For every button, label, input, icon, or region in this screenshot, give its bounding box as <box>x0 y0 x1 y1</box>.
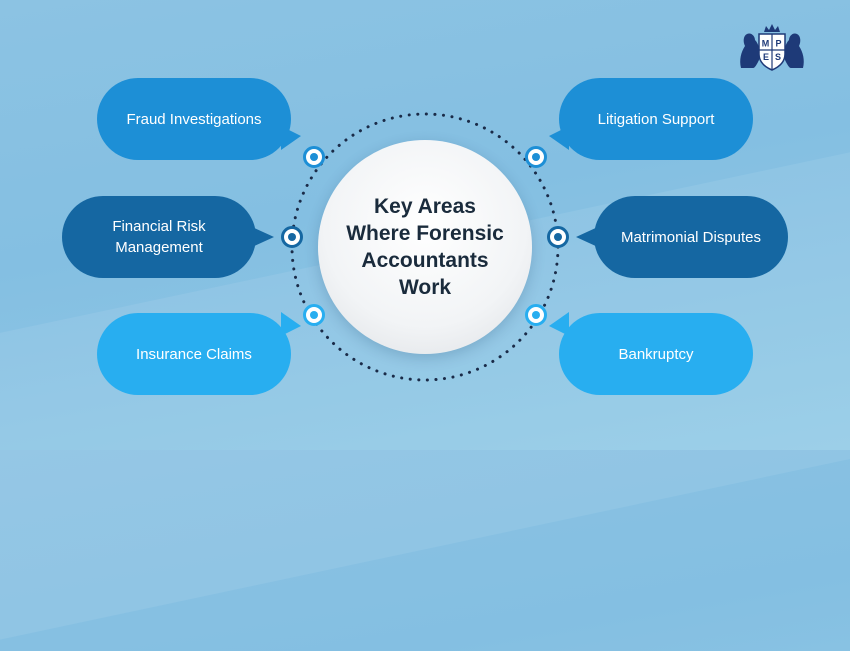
area-bubble-litigation-support: Litigation Support <box>559 78 753 160</box>
svg-text:E: E <box>763 52 769 62</box>
area-label: Litigation Support <box>597 110 715 128</box>
center-circle: Key Areas Where Forensic Accountants Wor… <box>318 140 532 354</box>
svg-text:P: P <box>775 39 781 49</box>
bubble-pointer <box>250 226 274 248</box>
ring-node <box>525 146 547 168</box>
svg-text:M: M <box>762 39 770 49</box>
bubble-pointer <box>549 126 569 150</box>
center-title: Key Areas Where Forensic Accountants Wor… <box>335 193 515 301</box>
area-bubble-fraud-investigations: Fraud Investigations <box>97 78 291 160</box>
area-bubble-financial-risk-management: Financial Risk Management <box>62 196 256 278</box>
center-title-line: Accountants <box>361 249 489 272</box>
ring-node <box>547 226 569 248</box>
center-title-line: Work <box>398 276 452 299</box>
ring-node <box>303 304 325 326</box>
area-bubble-insurance-claims: Insurance Claims <box>97 313 291 395</box>
center-title-line: Where Forensic <box>346 222 504 245</box>
area-label: Bankruptcy <box>618 345 694 363</box>
area-label: Matrimonial Disputes <box>620 228 762 246</box>
bubble-pointer <box>281 312 301 336</box>
svg-text:S: S <box>775 52 781 62</box>
center-title-line: Key Areas <box>374 195 476 218</box>
crest-logo: M P E S <box>740 24 804 71</box>
bubble-pointer <box>549 312 569 336</box>
ring-node <box>525 304 547 326</box>
area-bubble-matrimonial-disputes: Matrimonial Disputes <box>594 196 788 278</box>
area-label: Fraud Investigations <box>126 110 262 128</box>
area-label: Insurance Claims <box>136 345 252 363</box>
area-label: Financial Risk Management <box>112 218 206 256</box>
area-bubble-bankruptcy: Bankruptcy <box>559 313 753 395</box>
bubble-pointer <box>576 226 600 248</box>
bubble-pointer <box>281 126 301 150</box>
ring-node <box>281 226 303 248</box>
ring-node <box>303 146 325 168</box>
